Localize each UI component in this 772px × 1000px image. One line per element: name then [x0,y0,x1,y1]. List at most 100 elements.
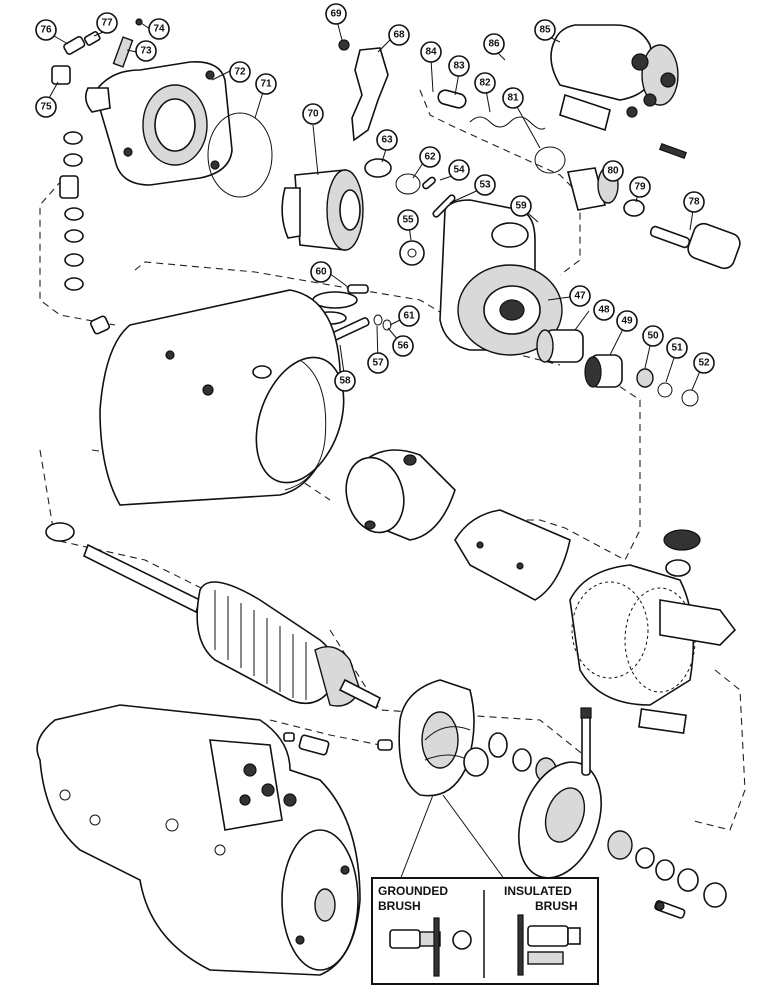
svg-text:58: 58 [339,376,351,387]
callout-52: 52 [693,352,715,374]
brush-holder-plate [283,679,475,797]
svg-text:70: 70 [307,109,319,120]
svg-text:52: 52 [698,358,710,369]
svg-text:51: 51 [671,343,683,354]
intermediate-housing [439,199,563,356]
field-frame [99,289,345,506]
callout-49: 49 [616,310,638,332]
small-parts-76-73 [51,18,143,85]
callout-59: 59 [510,195,532,217]
pole-shoe [345,449,456,541]
svg-text:78: 78 [688,197,700,208]
field-coils [569,529,737,735]
callout-60: 60 [310,261,332,283]
grounded-brush-sketch [389,917,472,977]
callout-63: 63 [376,129,398,151]
callout-51: 51 [666,337,688,359]
svg-text:77: 77 [101,18,113,29]
svg-text:83: 83 [453,61,465,72]
assembled-starter [36,704,361,976]
callout-80: 80 [602,160,624,182]
svg-text:76: 76 [40,25,52,36]
callout-58: 58 [334,370,356,392]
callout-76: 76 [35,19,57,41]
callout-71: 71 [255,73,277,95]
svg-text:86: 86 [488,39,500,50]
svg-text:81: 81 [507,93,519,104]
drive-housing [84,61,233,186]
brush-inset: GROUNDED BRUSH INSULATED BRUSH [371,877,599,985]
svg-text:69: 69 [330,9,342,20]
svg-text:57: 57 [372,358,384,369]
callout-61: 61 [398,305,420,327]
callout-85: 85 [534,19,556,41]
callout-75: 75 [35,96,57,118]
svg-text:62: 62 [424,152,436,163]
solenoid [550,24,688,160]
svg-text:74: 74 [153,24,165,35]
svg-text:61: 61 [403,311,415,322]
svg-text:63: 63 [381,135,393,146]
pole-shoe-half [454,509,571,601]
washer-nut-stack [59,131,111,335]
svg-text:47: 47 [574,291,586,302]
armature [45,522,382,710]
callout-62: 62 [419,146,441,168]
gasket-ring [207,112,273,198]
callout-54: 54 [448,159,470,181]
drive-pinion-assembly [281,169,364,251]
callout-56: 56 [392,335,414,357]
callout-55: 55 [397,209,419,231]
svg-text:48: 48 [598,305,610,316]
svg-text:79: 79 [634,182,646,193]
callout-73: 73 [135,40,157,62]
svg-text:82: 82 [479,78,491,89]
callout-83: 83 [448,55,470,77]
svg-text:68: 68 [393,30,405,41]
svg-text:56: 56 [397,341,409,352]
svg-text:72: 72 [234,67,246,78]
svg-text:75: 75 [40,102,52,113]
inset-insulated-title-1: INSULATED [504,884,572,898]
bushings-48-52 [536,329,699,407]
svg-text:53: 53 [479,180,491,191]
svg-text:60: 60 [315,267,327,278]
commutator-end-cover [518,707,727,919]
callout-78: 78 [683,191,705,213]
insulated-brush-sketch [517,914,581,976]
callout-84: 84 [420,41,442,63]
callout-57: 57 [367,352,389,374]
end-washers [463,732,557,783]
callout-48: 48 [593,299,615,321]
svg-text:59: 59 [515,201,527,212]
rings-63-62 [364,158,456,218]
inset-grounded-title-1: GROUNDED [378,884,448,898]
inset-insulated-title-2: BRUSH [535,899,578,913]
svg-text:71: 71 [260,79,272,90]
shift-lever [338,39,389,142]
callout-69: 69 [325,3,347,25]
callout-53: 53 [474,174,496,196]
svg-text:49: 49 [621,316,633,327]
callout-77: 77 [96,12,118,34]
callout-79: 79 [629,176,651,198]
inset-leaders [399,794,506,881]
callout-68: 68 [388,24,410,46]
callout-82: 82 [474,72,496,94]
callout-50: 50 [642,325,664,347]
svg-text:55: 55 [402,215,414,226]
callout-81: 81 [502,87,524,109]
callout-72: 72 [229,61,251,83]
svg-text:85: 85 [539,25,551,36]
svg-text:80: 80 [607,166,619,177]
callout-74: 74 [148,18,170,40]
inset-grounded-title-2: BRUSH [378,899,421,913]
svg-text:54: 54 [453,165,465,176]
callout-47: 47 [569,285,591,307]
svg-text:73: 73 [140,46,152,57]
callout-70: 70 [302,103,324,125]
callout-86: 86 [483,33,505,55]
svg-text:84: 84 [425,47,437,58]
svg-text:50: 50 [647,331,659,342]
